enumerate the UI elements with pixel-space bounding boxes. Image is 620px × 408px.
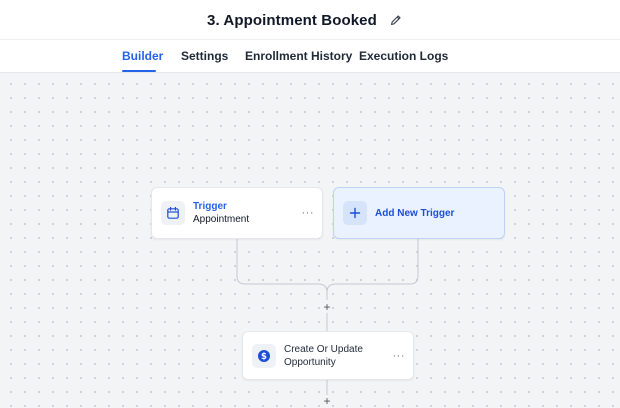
- action-line2: Opportunity: [284, 356, 336, 368]
- workflow-title-group: 3. Appointment Booked: [207, 10, 403, 30]
- add-step-plus-bottom[interactable]: +: [323, 394, 331, 408]
- dollar-icon: $: [252, 343, 276, 368]
- tab-builder[interactable]: Builder: [122, 49, 164, 63]
- action-text: Create Or Update Opportunity: [284, 343, 363, 369]
- add-new-trigger-label: Add New Trigger: [375, 207, 455, 219]
- pencil-icon[interactable]: [389, 13, 403, 27]
- plus-icon: [343, 201, 367, 225]
- workflow-canvas[interactable]: [0, 73, 620, 408]
- header-bar: 3. Appointment Booked: [0, 0, 620, 40]
- add-step-plus[interactable]: +: [323, 300, 331, 314]
- action-line1: Create Or Update: [284, 343, 363, 355]
- trigger-text: Trigger Appointment: [193, 200, 249, 226]
- add-new-trigger-button[interactable]: Add New Trigger: [333, 187, 505, 239]
- tab-enrollment-history[interactable]: Enrollment History: [245, 49, 353, 63]
- active-tab-indicator: [122, 70, 156, 72]
- workflow-title: 3. Appointment Booked: [207, 11, 377, 29]
- trigger-card-appointment[interactable]: Trigger Appointment ···: [151, 187, 323, 239]
- action-more-menu[interactable]: ···: [392, 349, 405, 362]
- calendar-icon: [161, 201, 185, 225]
- tab-execution-logs[interactable]: Execution Logs: [359, 49, 449, 63]
- trigger-title: Trigger: [193, 201, 227, 212]
- trigger-subtitle: Appointment: [193, 214, 250, 225]
- tab-bar: Builder Settings Enrollment History Exec…: [0, 40, 620, 73]
- action-card-opportunity[interactable]: $ Create Or Update Opportunity ···: [242, 331, 414, 380]
- tab-settings[interactable]: Settings: [181, 49, 229, 63]
- svg-text:$: $: [261, 352, 267, 362]
- trigger-more-menu[interactable]: ···: [301, 207, 314, 219]
